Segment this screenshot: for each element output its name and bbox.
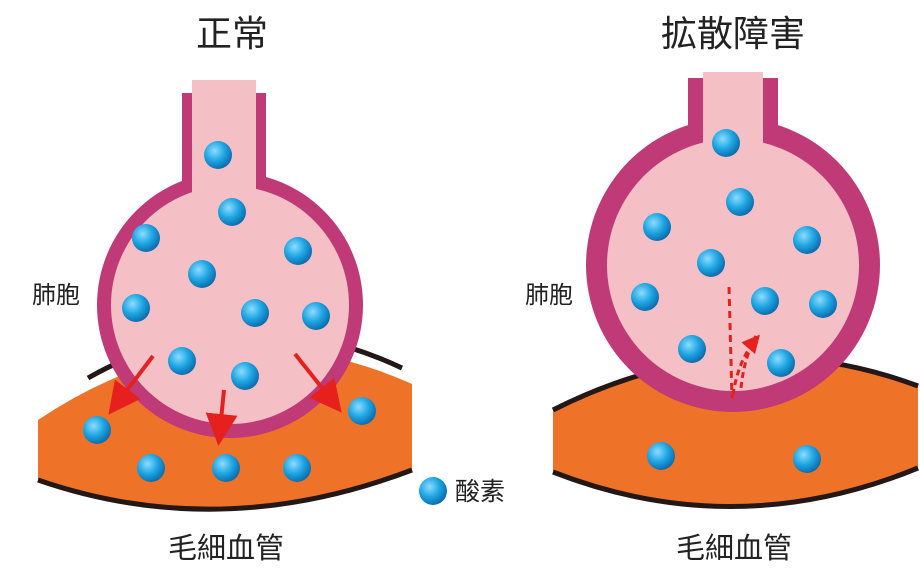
panel-title-normal: 正常	[196, 14, 268, 55]
capillary-label-impaired: 毛細血管	[676, 531, 792, 565]
oxygen-molecule	[712, 129, 740, 157]
oxygen-molecule	[726, 188, 754, 216]
oxygen-molecule	[767, 349, 795, 377]
oxygen-molecule	[643, 213, 671, 241]
oxygen-molecule	[132, 224, 160, 252]
oxygen-molecule	[137, 454, 165, 482]
oxygen-molecule	[631, 283, 659, 311]
oxygen-molecule	[647, 442, 675, 470]
oxygen-molecule	[793, 226, 821, 254]
oxygen-molecule	[751, 287, 779, 315]
oxygen-molecule	[348, 397, 376, 425]
panel-title-impaired: 拡散障害	[661, 14, 805, 55]
oxygen-molecule	[697, 249, 725, 277]
oxygen-legend-icon	[419, 477, 447, 505]
impaired-panel: 拡散障害	[525, 14, 918, 565]
oxygen-molecule	[218, 198, 246, 226]
oxygen-legend-label: 酸素	[455, 477, 505, 506]
oxygen-molecule	[302, 302, 330, 330]
oxygen-molecule	[809, 290, 837, 318]
oxygen-molecule	[678, 335, 706, 363]
oxygen-molecule	[188, 260, 216, 288]
oxygen-molecule	[168, 347, 196, 375]
legend: 酸素	[419, 477, 505, 506]
oxygen-molecule	[231, 362, 259, 390]
oxygen-molecule	[83, 416, 111, 444]
capillary-label-normal: 毛細血管	[168, 531, 284, 565]
normal-panel: 正常	[32, 14, 412, 565]
oxygen-molecule	[284, 237, 312, 265]
alveolus-label-normal: 肺胞	[32, 281, 80, 309]
oxygen-molecule	[122, 294, 150, 322]
oxygen-molecule	[212, 454, 240, 482]
oxygen-molecule	[204, 141, 232, 169]
alveolus-normal	[97, 80, 363, 438]
alveolus-impaired	[586, 72, 880, 412]
alveolus-label-impaired: 肺胞	[525, 281, 573, 309]
oxygen-molecule	[283, 454, 311, 482]
oxygen-molecule	[241, 299, 269, 327]
oxygen-molecule	[793, 445, 821, 473]
